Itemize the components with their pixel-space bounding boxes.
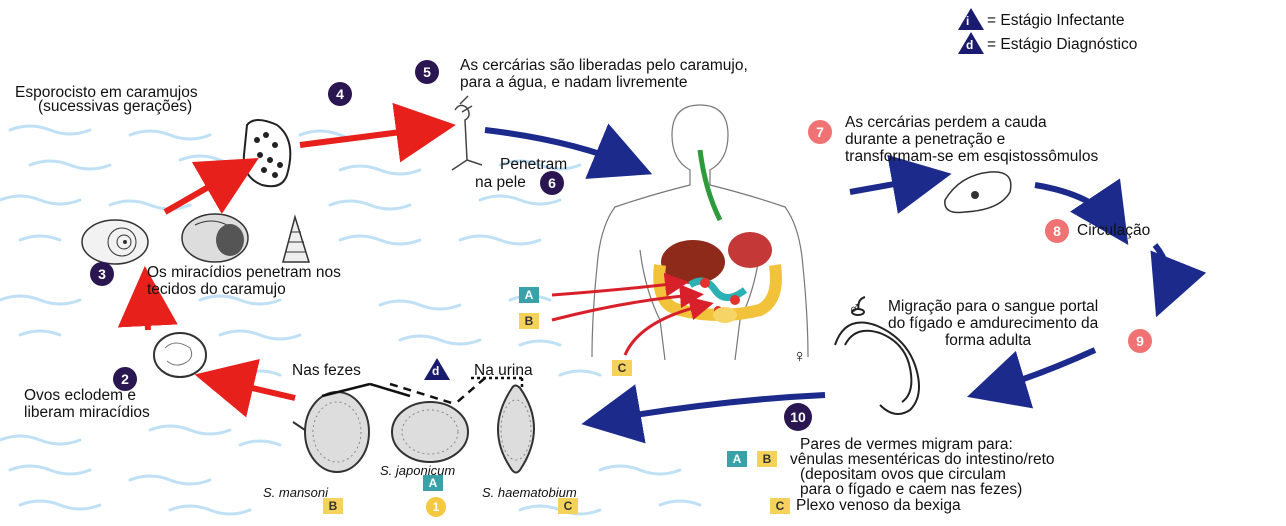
step6-label-line1: Penetram [500, 156, 567, 173]
step7-label-line2: durante a penetração e [845, 131, 1005, 148]
step8-badge: 8 [1045, 219, 1069, 243]
snail-bulinus [182, 214, 248, 262]
tag-a-body: A [519, 287, 539, 303]
step9-label-line2: do fígado e amdurecimento da [888, 315, 1098, 332]
step5-label-line2: para a água, e nadam livremente [460, 74, 687, 91]
label-in-urine: Na urina [474, 362, 533, 379]
snail-planorbid [82, 220, 148, 264]
step6-label-line2: na pele [475, 174, 526, 191]
step7-label-line1: As cercárias perdem a cauda [845, 114, 1047, 131]
tag-c-haematobium: C [558, 498, 578, 514]
label-mansoni: S. mansoni [263, 484, 328, 501]
step7-badge: 7 [808, 120, 832, 144]
cercaria [452, 96, 482, 170]
step10-label-line4: para o fígado e caem nas fezes) [800, 481, 1022, 498]
egg-mansoni [293, 392, 369, 472]
step9-label-line3: forma adulta [945, 332, 1031, 349]
egg-japonicum [392, 402, 468, 462]
schistosomulum [945, 172, 1011, 213]
step1-badge: 1 [426, 497, 446, 517]
label-in-feces: Nas fezes [292, 362, 361, 379]
diagnostic-stage-icon: d [958, 32, 984, 54]
step8-label: Circulação [1077, 222, 1150, 239]
legend-diagnostic: = Estágio Diagnóstico [987, 36, 1137, 53]
step3-badge: 3 [90, 262, 114, 286]
step5-badge: 5 [415, 60, 439, 84]
arrow-to-circulation [1035, 185, 1115, 225]
tag-c-body: C [612, 360, 632, 376]
tag-a-japonicum: A [423, 475, 443, 491]
step5-label-line1: As cercárias são liberadas pelo caramujo… [460, 57, 748, 74]
step2-label-line1: Ovos eclodem e [24, 387, 136, 404]
blue-cycle-arrows [485, 130, 1168, 420]
female-symbol: ♀ [793, 348, 807, 365]
step3-label-line2: tecidos do caramujo [147, 281, 286, 298]
diagnostic-stage-icon-eggs: d [424, 358, 450, 380]
arrow-snail-to-sporocyst [165, 170, 238, 212]
arrow-to-worm-pairs [990, 350, 1095, 390]
step9-label-line1: Migração para o sangue portal [888, 298, 1098, 315]
step3-label-line1: Os miracídios penetram nos [147, 264, 341, 281]
arrow-to-migration [1155, 245, 1168, 295]
step10-badge: 10 [784, 403, 812, 431]
snail-oncomelania [283, 217, 309, 262]
label-japonicum: S. japonicum [380, 462, 455, 479]
legend-infective: = Estágio Infectante [987, 12, 1124, 29]
tag-b-step10: B [757, 451, 777, 467]
tag-b-body: B [519, 313, 539, 329]
step2-label-line2: liberam miracídios [24, 404, 150, 421]
step7-label-line3: transformam-se em esqistossômulos [845, 148, 1098, 165]
arrow-egg-to-miracidium [218, 380, 295, 398]
step6-badge: 6 [540, 171, 564, 195]
arrow-to-schistosomulum [850, 178, 928, 192]
tag-b-mansoni: B [323, 498, 343, 514]
infective-stage-icon: i [958, 8, 984, 30]
sporocyst [244, 120, 291, 186]
step4-badge: 4 [328, 82, 352, 106]
red-tag-arrows [552, 283, 705, 355]
miracidium [154, 333, 206, 377]
step4-label-line2: (sucessivas gerações) [38, 98, 192, 115]
male-symbol: ♂ [848, 300, 862, 317]
human-body [592, 105, 808, 360]
tag-a-step10: A [727, 451, 747, 467]
step9-badge: 9 [1128, 329, 1152, 353]
egg-haematobium [498, 386, 534, 473]
tag-c-step10: C [770, 498, 790, 514]
step10-label-line5: Plexo venoso da bexiga [796, 497, 961, 514]
